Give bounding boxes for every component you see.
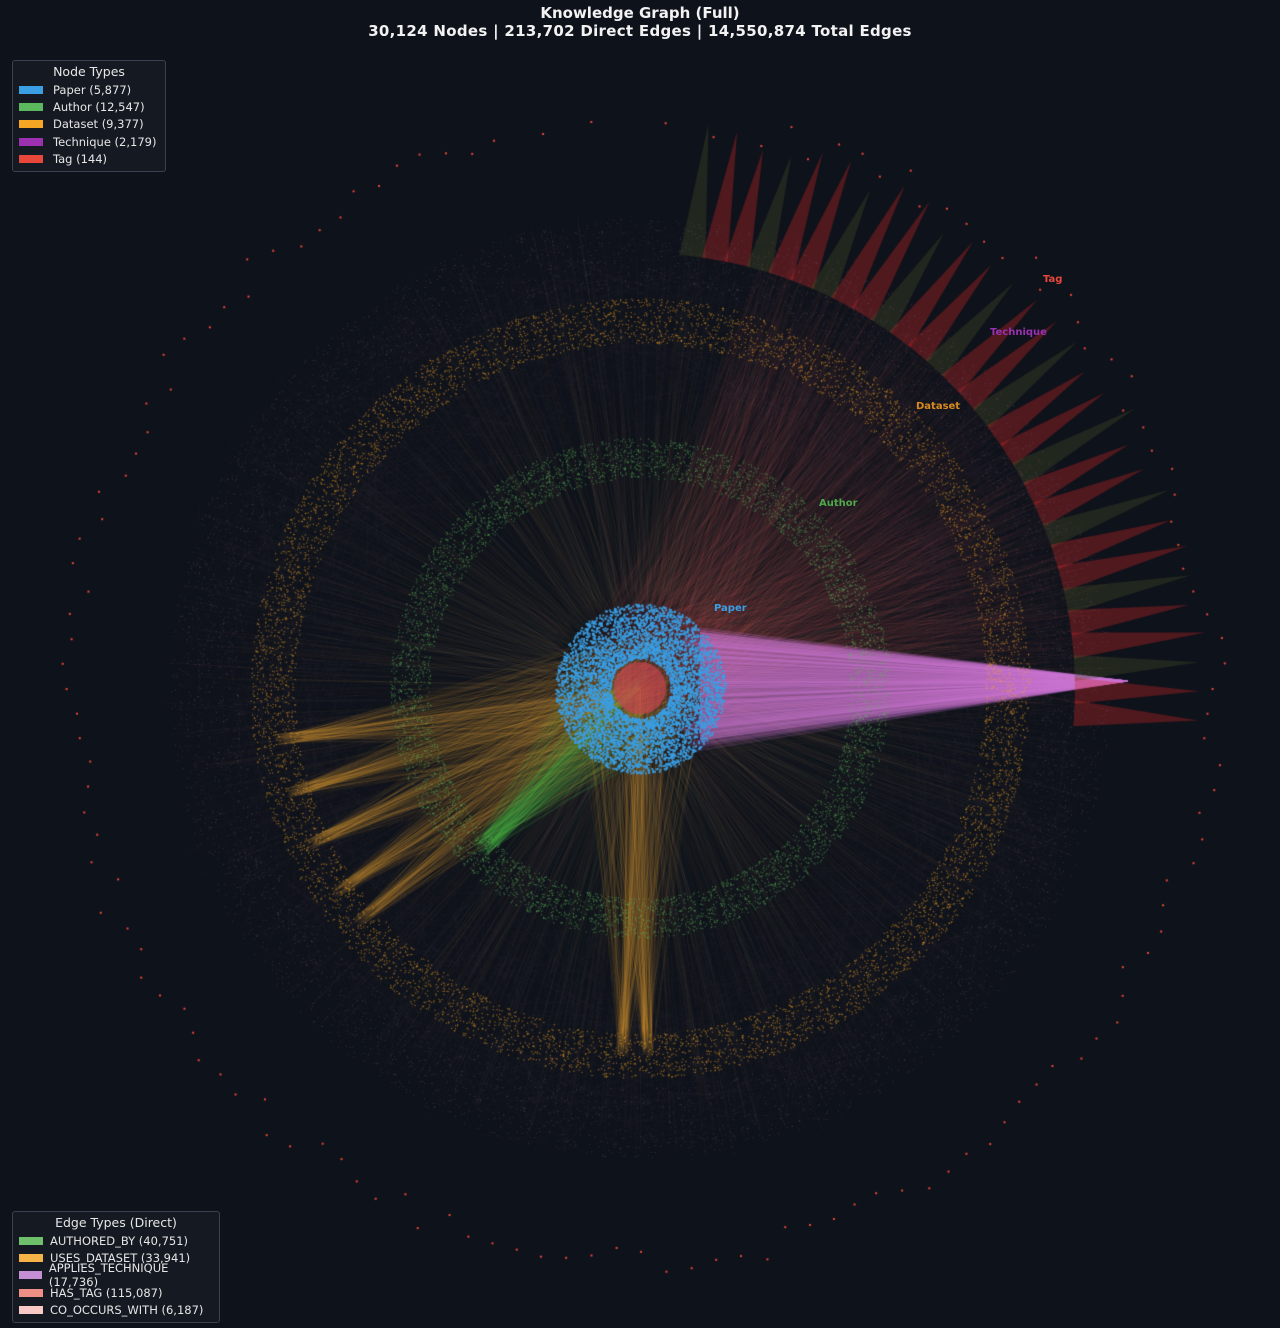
legend-item-label: Paper (5,877) (53, 82, 132, 97)
legend-item-uses-dataset: USES_DATASET (33,941) (19, 1249, 213, 1266)
legend-item-label: APPLIES_TECHNIQUE (17,736) (48, 1261, 169, 1290)
legend-swatch (19, 85, 43, 94)
legend-swatch (19, 154, 43, 163)
legend-item-author: Author (12,547) (19, 98, 159, 115)
node-legend-title: Node Types (53, 64, 125, 79)
legend-item-technique: Technique (2,179) (19, 133, 159, 150)
legend-item-has-tag: HAS_TAG (115,087) (19, 1284, 213, 1301)
node-types-legend: Node Types Paper (5,877) Author (12,547)… (12, 60, 166, 173)
legend-swatch (19, 120, 43, 129)
ring-label-paper: Paper (714, 603, 747, 614)
chart-subtitle: 30,124 Nodes | 213,702 Direct Edges | 14… (368, 22, 912, 40)
legend-item-label: AUTHORED_BY (40,751) (50, 1233, 189, 1248)
legend-item-label: CO_OCCURS_WITH (6,187) (50, 1302, 204, 1317)
legend-item-label: Author (12,547) (53, 99, 145, 114)
legend-item-co-occurs-with: CO_OCCURS_WITH (6,187) (19, 1301, 213, 1318)
chart-title-block: Knowledge Graph (Full) 30,124 Nodes | 21… (0, 4, 1280, 40)
legend-swatch (19, 1288, 43, 1297)
chart-title: Knowledge Graph (Full) (540, 4, 740, 22)
legend-swatch (19, 102, 43, 111)
legend-item-label: HAS_TAG (115,087) (50, 1285, 163, 1300)
ring-label-tag: Tag (1043, 274, 1063, 285)
legend-item-authored-by: AUTHORED_BY (40,751) (19, 1232, 213, 1249)
legend-item-dataset: Dataset (9,377) (19, 116, 159, 133)
legend-item-label: USES_DATASET (33,941) (50, 1250, 191, 1265)
edge-types-legend: Edge Types (Direct) AUTHORED_BY (40,751)… (12, 1211, 220, 1324)
legend-swatch (19, 1305, 43, 1314)
legend-swatch (19, 1253, 43, 1262)
legend-item-paper: Paper (5,877) (19, 81, 159, 98)
legend-item-label: Technique (2,179) (53, 134, 157, 149)
legend-item-label: Dataset (9,377) (53, 117, 144, 132)
legend-swatch (19, 1236, 43, 1245)
ring-label-author: Author (819, 498, 858, 509)
legend-swatch (19, 137, 43, 146)
legend-item-label: Tag (144) (53, 151, 108, 166)
legend-swatch (19, 1271, 42, 1280)
legend-item-tag: Tag (144) (19, 150, 159, 167)
ring-label-dataset: Dataset (916, 401, 961, 412)
edge-legend-title: Edge Types (Direct) (55, 1215, 177, 1230)
ring-label-technique: Technique (990, 327, 1047, 338)
legend-item-applies-technique: APPLIES_TECHNIQUE (17,736) (19, 1261, 213, 1289)
